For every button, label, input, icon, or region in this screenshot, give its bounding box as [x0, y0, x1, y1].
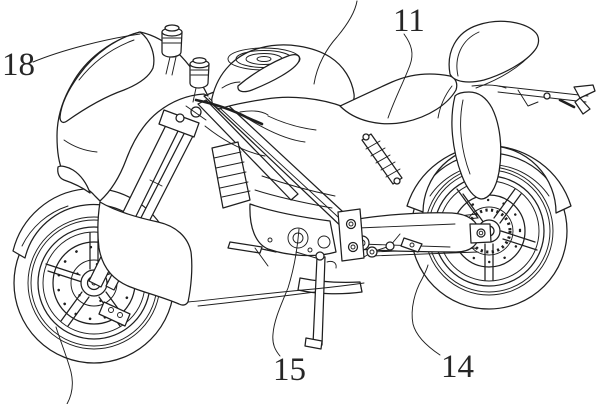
rear-footpeg	[400, 237, 423, 253]
leader-line-bottom-cropped	[55, 326, 73, 404]
pivot-plate	[337, 208, 365, 262]
suspension-linkage	[363, 233, 401, 258]
headlight-line	[63, 139, 98, 153]
leader-line-top-cropped	[313, 0, 358, 85]
handlebar	[185, 98, 269, 126]
footpeg-bracket	[227, 241, 277, 267]
nose-beak	[57, 165, 91, 194]
frame-and-engine	[197, 91, 423, 350]
leader-line-18	[32, 33, 141, 63]
leader-line-14	[411, 264, 441, 356]
leader-line-15	[272, 228, 300, 357]
belly-pan	[97, 201, 193, 306]
fuel-tank	[211, 44, 355, 110]
reference-label-15: 15	[273, 352, 306, 388]
reference-label-14: 14	[441, 349, 474, 385]
exhaust	[297, 277, 363, 295]
triple-clamp	[158, 109, 200, 138]
brake-caliper	[98, 301, 131, 327]
cables	[204, 115, 317, 157]
bodywork	[56, 20, 596, 307]
rear-shock	[361, 133, 403, 185]
reservoir-pot-right	[189, 57, 210, 103]
rear-bracket	[471, 84, 596, 115]
cockpit	[161, 24, 317, 157]
tail-side-panel	[451, 91, 502, 200]
leader-lines	[32, 0, 441, 404]
mirror	[221, 54, 301, 93]
rear-sprocket	[466, 208, 512, 254]
tail-cowl	[437, 20, 540, 119]
reference-label-18: 18	[2, 47, 35, 83]
kickstand	[295, 251, 337, 350]
engine	[249, 175, 370, 257]
reference-label-11: 11	[393, 3, 425, 39]
seat	[339, 73, 458, 125]
windscreen	[59, 31, 155, 123]
reservoir-pot-left	[161, 24, 183, 76]
reference-labels: 18 11 15 14	[2, 3, 474, 388]
radiator	[211, 141, 251, 209]
leader-line-11	[387, 33, 413, 119]
